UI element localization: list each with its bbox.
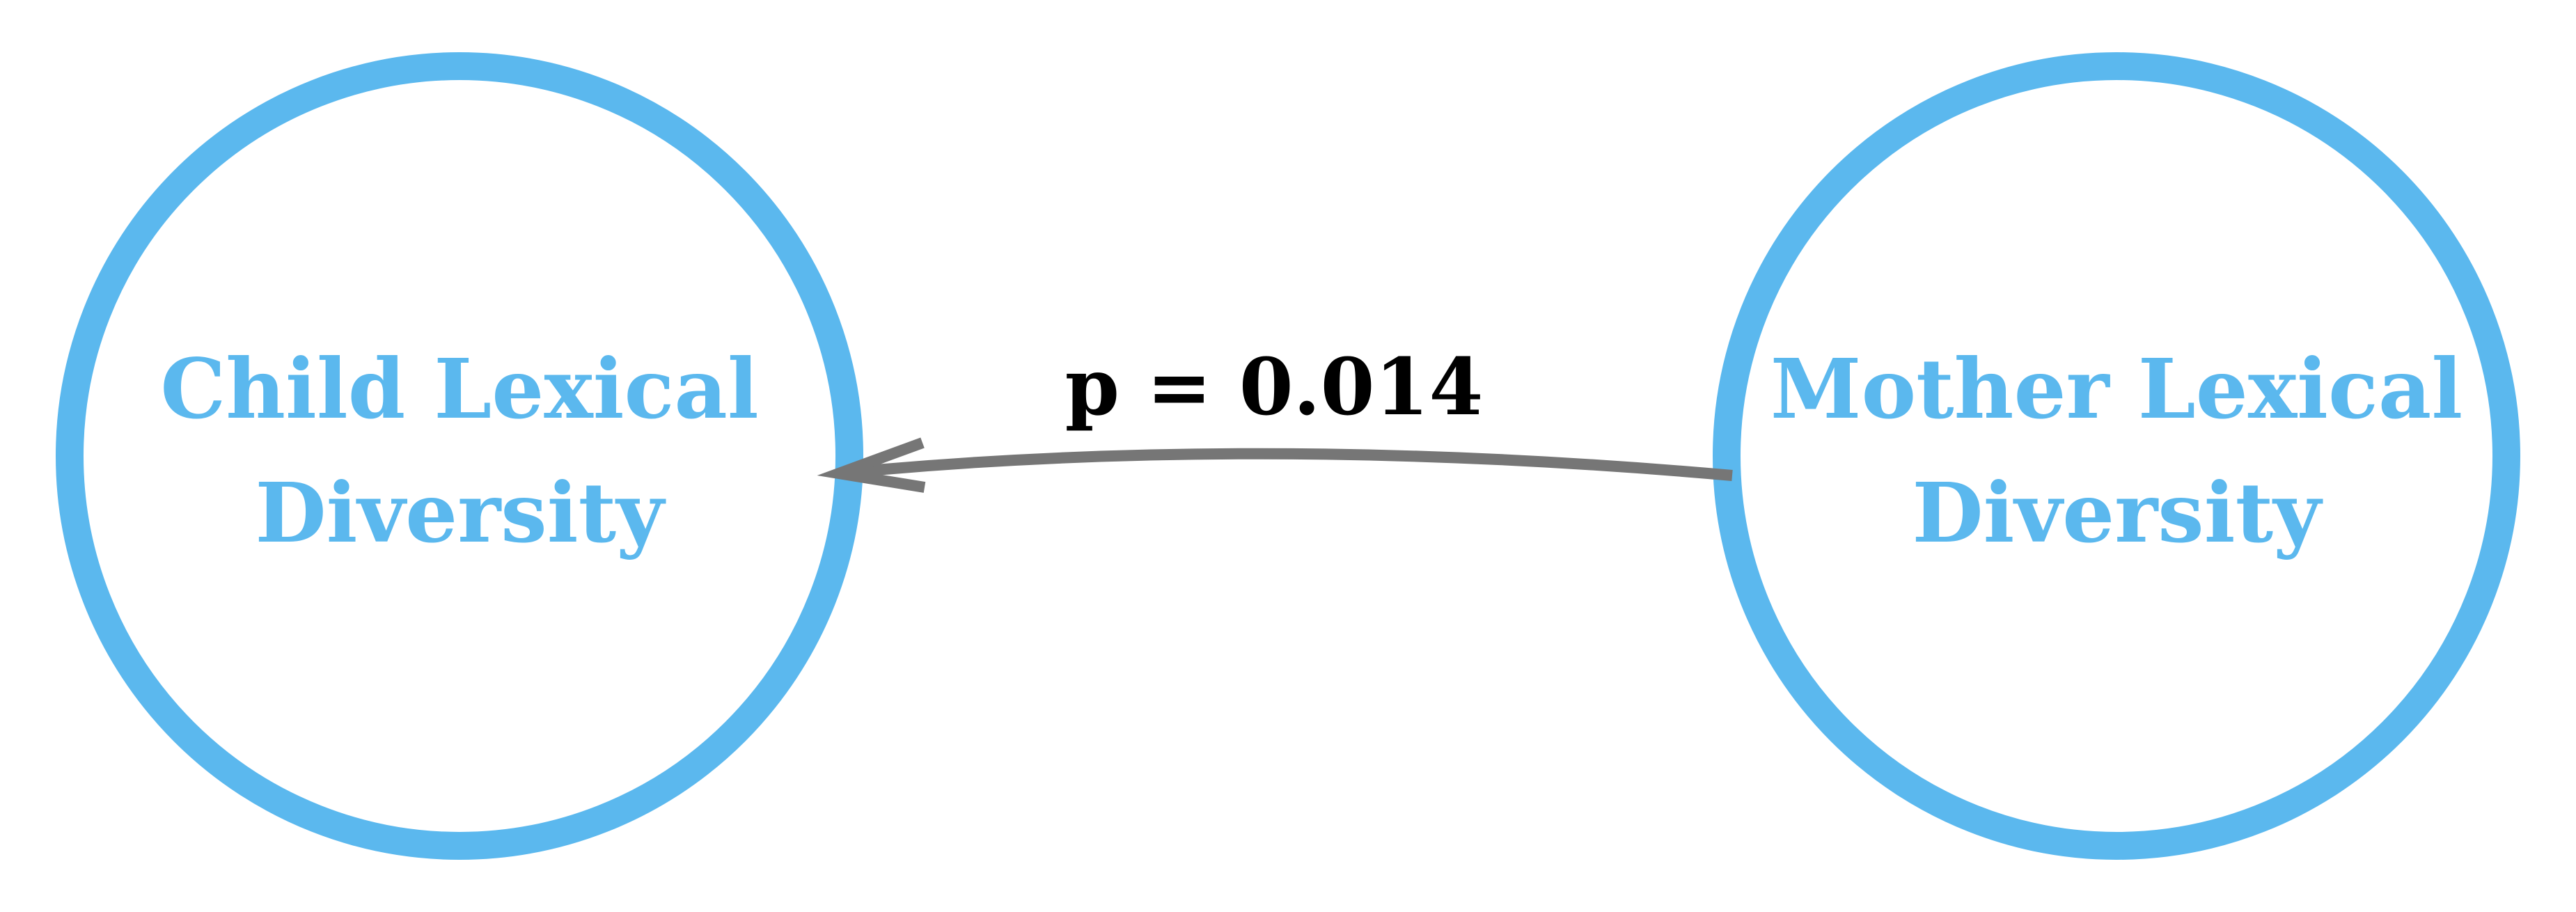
edge-mother-to-child: p = 0.014 xyxy=(817,342,1733,493)
node-child-lexical-diversity: Child Lexical Diversity xyxy=(56,52,863,860)
edge-line xyxy=(838,448,1733,481)
node-mother-circle xyxy=(1713,52,2520,860)
node-mother-label-line2: Diversity xyxy=(1912,464,2323,561)
edge-arrowhead-icon xyxy=(817,437,926,493)
node-mother-label-line1: Mother Lexical xyxy=(1770,340,2463,437)
node-child-circle xyxy=(56,52,863,860)
node-child-label-line2: Diversity xyxy=(255,464,666,561)
node-mother-lexical-diversity: Mother Lexical Diversity xyxy=(1713,52,2520,860)
edge-label: p = 0.014 xyxy=(1065,342,1484,433)
node-child-label-line1: Child Lexical xyxy=(160,340,758,437)
